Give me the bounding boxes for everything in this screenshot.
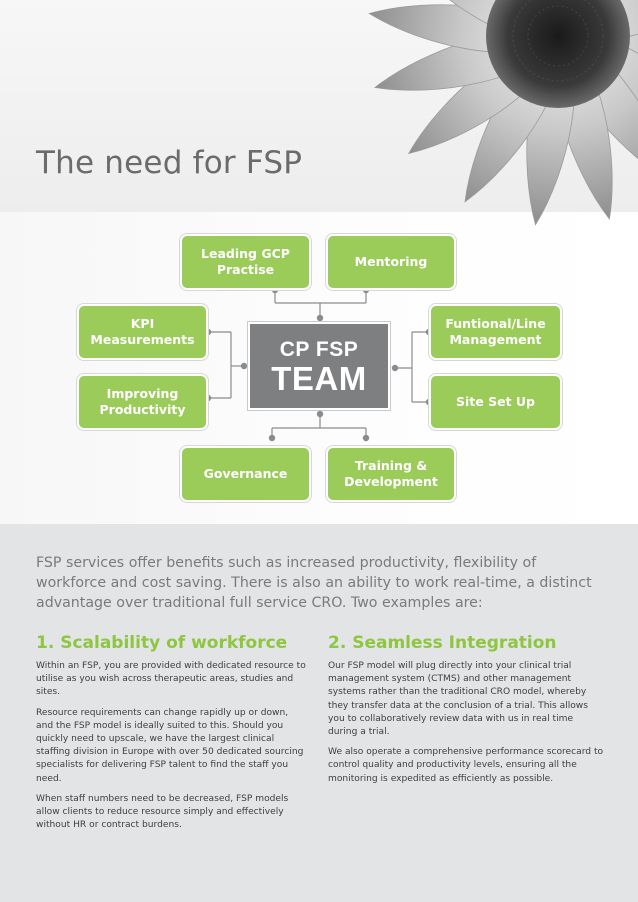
box-mentoring: Mentoring [326, 234, 456, 290]
box-training: Training &Development [326, 446, 456, 502]
box-label-line: Productivity [99, 402, 186, 417]
center-title-line2: TEAM [271, 360, 367, 397]
body-paragraph: We also operate a comprehensive performa… [328, 747, 604, 784]
intro-paragraph: FSP services offer benefits such as incr… [36, 555, 592, 611]
box-governance: Governance [180, 446, 311, 502]
body-paragraph: Within an FSP, you are provided with ded… [36, 661, 306, 698]
box-label-line: Practise [216, 262, 275, 277]
box-label-line: Development [344, 474, 438, 489]
body-paragraph: When staff numbers need to be decreased,… [36, 793, 289, 831]
box-label-line: Funtional/Line [445, 316, 546, 331]
box-label-line: KPI [130, 316, 155, 331]
body-paragraph: Resource requirements can change rapidly… [36, 707, 304, 784]
box-label-line: Measurements [90, 332, 195, 347]
box-label-line: Training & [354, 458, 428, 473]
page-title: The need for FSP [36, 145, 303, 181]
content-band [0, 524, 638, 902]
section-body-scalability: Within an FSP, you are provided with ded… [36, 660, 308, 839]
box-label-line: Management [449, 332, 542, 347]
section-title-integration: 2. Seamless Integration [328, 633, 557, 653]
center-title-line1: CP FSP [279, 338, 359, 361]
sunflower-image [290, 0, 638, 300]
section-body-integration: Our FSP model will plug directly into yo… [328, 660, 604, 793]
box-label-line: Leading GCP [201, 246, 290, 261]
box-label-line: Site Set Up [456, 394, 535, 409]
center-team-box: CP FSP TEAM [248, 322, 390, 410]
section-title-scalability: 1. Scalability of workforce [36, 633, 288, 653]
body-paragraph: Our FSP model will plug directly into yo… [328, 661, 588, 738]
box-label-line: Mentoring [354, 254, 428, 269]
box-label-line: Improving [106, 386, 179, 401]
box-site-setup: Site Set Up [429, 374, 562, 430]
box-label-line: Governance [203, 466, 288, 481]
